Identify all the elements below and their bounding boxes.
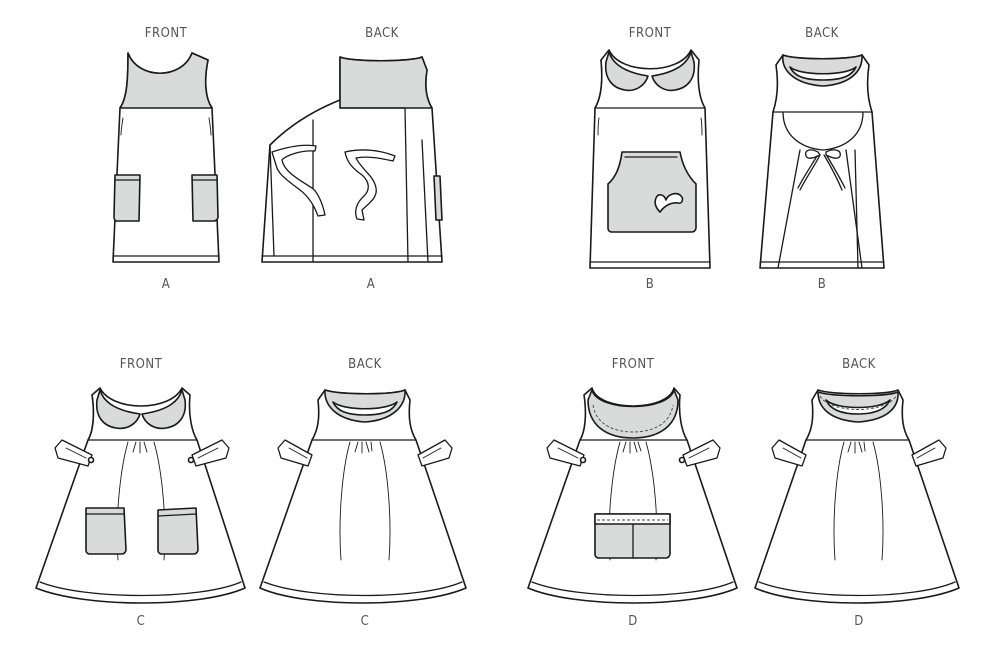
a-back-pocket	[433, 175, 443, 221]
a-back-tie-left	[271, 144, 326, 217]
c-front-strap-right	[191, 439, 230, 467]
c-front-collar-right	[141, 389, 187, 430]
b-front-collar-left	[604, 51, 649, 92]
view-letter-b-front: B	[645, 277, 655, 292]
view-title-b-back: BACK	[805, 26, 839, 41]
view-letter-a-back: A	[366, 277, 376, 292]
c-back-strap-left	[277, 439, 313, 467]
view-title-c-back: BACK	[348, 357, 382, 372]
view-letter-b-back: B	[817, 277, 827, 292]
view-d-front	[527, 387, 738, 604]
c-front-body	[35, 387, 246, 604]
c-front-pocket-left	[85, 507, 127, 555]
view-title-b-front: FRONT	[628, 26, 672, 41]
a-front-yoke	[119, 52, 213, 109]
a-front-pocket-left	[113, 174, 141, 222]
view-c-back	[259, 389, 467, 604]
view-title-a-back: BACK	[365, 26, 399, 41]
view-title-c-front: FRONT	[119, 357, 163, 372]
view-a-front	[112, 52, 220, 263]
c-back-strap-right	[417, 439, 453, 467]
view-b-back	[759, 54, 885, 269]
d-front-strap-right	[682, 439, 721, 467]
b-back-bow	[804, 149, 841, 159]
a-back-yoke	[339, 56, 433, 109]
c-front-collar-left	[95, 389, 141, 430]
d-front-strap-left	[546, 439, 585, 467]
b-front-pocket	[607, 151, 697, 233]
view-letter-a-front: A	[161, 277, 171, 292]
a-back-tie-right	[344, 149, 396, 221]
view-d-back	[754, 389, 960, 604]
d-back-strap-right	[911, 439, 947, 467]
view-letter-c-front: C	[136, 614, 146, 629]
view-a-back	[261, 56, 443, 263]
a-front-pocket-right	[191, 174, 219, 222]
c-front-pocket-right	[157, 507, 199, 555]
b-front-heart-applique	[654, 192, 684, 213]
b-front-collar-right	[651, 51, 696, 92]
view-title-a-front: FRONT	[144, 26, 188, 41]
d-front-collar	[587, 389, 679, 439]
view-letter-d-back: D	[854, 614, 864, 629]
d-back-body	[754, 389, 960, 604]
d-back-strap-left	[771, 439, 807, 467]
c-front-strap-left	[54, 439, 93, 467]
view-b-front	[589, 49, 711, 269]
view-letter-d-front: D	[628, 614, 638, 629]
view-title-d-back: BACK	[842, 357, 876, 372]
b-back-body	[759, 54, 885, 269]
view-title-d-front: FRONT	[611, 357, 655, 372]
view-c-front	[35, 387, 246, 604]
view-letter-c-back: C	[360, 614, 370, 629]
c-back-collar	[324, 389, 406, 423]
